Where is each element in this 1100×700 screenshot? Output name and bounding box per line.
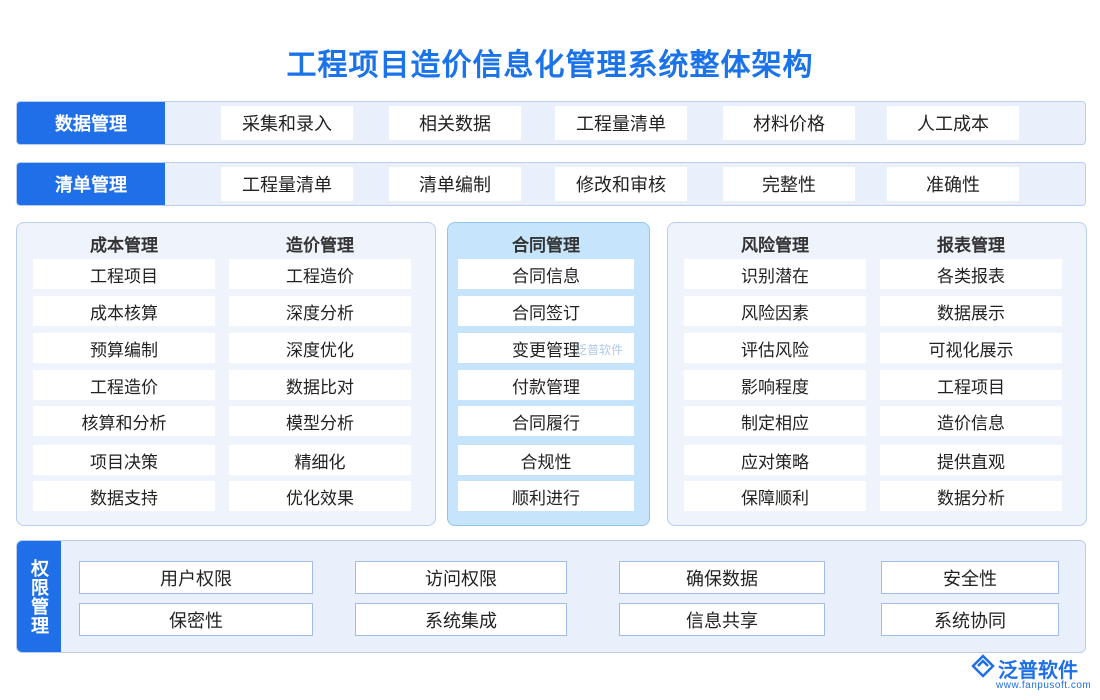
report-item: 数据展示 [880,296,1062,326]
contract-item: 合同履行 [458,406,634,436]
permission-management-label: 权限管理 [17,541,61,652]
list-item: 工程量清单 [221,167,353,201]
price-item: 深度优化 [229,333,411,363]
logo-url: www.fanpusoft.com [996,680,1092,691]
logo-name: 泛普软件 [998,660,1078,682]
risk-item: 影响程度 [684,370,866,400]
report-item: 数据分析 [880,481,1062,511]
price-item: 深度分析 [229,296,411,326]
cost-item: 数据支持 [33,481,215,511]
report-item: 可视化展示 [880,333,1062,363]
report-item: 各类报表 [880,259,1062,289]
contract-item: 合同签订 [458,296,634,326]
price-item: 数据比对 [229,370,411,400]
price-item: 工程造价 [229,259,411,289]
contract-item: 顺利进行 [458,481,634,511]
data-item: 采集和录入 [221,106,353,140]
report-item: 提供直观 [880,445,1062,475]
data-item: 工程量清单 [555,106,687,140]
cost-management-heading: 成本管理 [90,236,158,255]
contract-item: 合同信息 [458,259,634,289]
data-management-label: 数据管理 [17,102,165,144]
risk-item: 评估风险 [684,333,866,363]
permission-item: 系统协同 [881,603,1059,636]
report-management-heading: 报表管理 [937,236,1005,255]
cost-price-panel: 成本管理 造价管理 工程项目 成本核算 预算编制 工程造价 核算和分析 项目决策… [16,222,436,526]
cost-item: 核算和分析 [33,406,215,436]
data-item: 相关数据 [389,106,521,140]
report-item: 造价信息 [880,406,1062,436]
list-item: 清单编制 [389,167,521,201]
permission-item: 访问权限 [355,561,567,594]
list-management-row: 清单管理 工程量清单 清单编制 修改和审核 完整性 准确性 [16,162,1086,206]
price-item: 模型分析 [229,406,411,436]
fanpu-logo-icon [971,654,995,678]
data-item: 材料价格 [723,106,855,140]
cost-item: 项目决策 [33,445,215,475]
permission-item: 系统集成 [355,603,567,636]
risk-item: 制定相应 [684,406,866,436]
cost-item: 预算编制 [33,333,215,363]
data-management-row: 数据管理 采集和录入 相关数据 工程量清单 材料价格 人工成本 [16,101,1086,145]
price-management-heading: 造价管理 [286,236,354,255]
cost-item: 成本核算 [33,296,215,326]
contract-item: 付款管理 [458,370,634,400]
brand-logo: 泛普软件 www.fanpusoft.com [968,652,1092,692]
report-item: 工程项目 [880,370,1062,400]
list-management-label: 清单管理 [17,163,165,205]
contract-item: 合规性 [458,445,634,475]
list-item: 完整性 [723,167,855,201]
permission-item: 确保数据 [619,561,825,594]
risk-report-panel: 风险管理 报表管理 识别潜在 风险因素 评估风险 影响程度 制定相应 应对策略 … [667,222,1087,526]
risk-item: 识别潜在 [684,259,866,289]
page-title: 工程项目造价信息化管理系统整体架构 [286,49,814,82]
permission-item: 保密性 [79,603,313,636]
risk-item: 应对策略 [684,445,866,475]
data-item: 人工成本 [887,106,1019,140]
permission-item: 信息共享 [619,603,825,636]
risk-management-heading: 风险管理 [741,236,809,255]
watermark: 泛普软件 [575,343,624,357]
price-item: 精细化 [229,445,411,475]
cost-item: 工程造价 [33,370,215,400]
permission-management-section: 权限管理 用户权限 访问权限 确保数据 安全性 保密性 系统集成 信息共享 系统… [16,540,1086,653]
risk-item: 风险因素 [684,296,866,326]
contract-panel: 合同管理 合同信息 合同签订 变更管理 付款管理 合同履行 合规性 顺利进行 [447,222,650,526]
list-item: 准确性 [887,167,1019,201]
cost-item: 工程项目 [33,259,215,289]
contract-item: 变更管理 [458,333,634,363]
permission-item: 用户权限 [79,561,313,594]
list-item: 修改和审核 [555,167,687,201]
risk-item: 保障顺利 [684,481,866,511]
price-item: 优化效果 [229,481,411,511]
permission-item: 安全性 [881,561,1059,594]
contract-management-heading: 合同管理 [512,236,580,255]
